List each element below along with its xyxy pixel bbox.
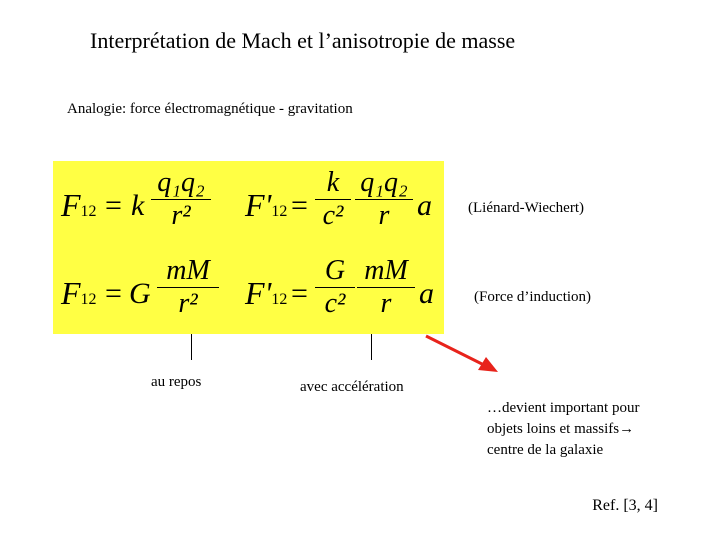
eq1-right-tail: a	[417, 189, 432, 222]
eq2-left-coef: G	[129, 277, 151, 310]
eq1-right-frac1-den: c²	[322, 200, 344, 231]
eq2-left-sub: 12	[80, 291, 97, 308]
eq1-left-sub: 12	[80, 203, 97, 220]
eq2-left-force: F12	[61, 277, 97, 309]
eq2-right-frac2-num: mM	[364, 255, 408, 286]
eq1-right-equals: =	[291, 189, 308, 222]
note-line-2: objets loins et massifs→	[487, 421, 635, 437]
eq2-right-frac2-bar	[357, 287, 415, 288]
label-avec-acceleration: avec accélération	[300, 379, 404, 395]
eq1-right-frac1-bar	[315, 199, 351, 200]
eq2-left-bar	[157, 287, 219, 288]
note-line-1: …devient important pour	[487, 400, 640, 416]
eq1-left-den: r²	[171, 200, 191, 231]
eq1-right-frac1-num: k	[326, 167, 340, 198]
eq2-right-sub: 12	[271, 291, 288, 308]
red-arrow	[425, 334, 498, 372]
eq2-right-frac1-bar	[315, 287, 355, 288]
eq2-left-fraction: mM r²	[157, 257, 219, 318]
label-force-induction: (Force d’induction)	[474, 289, 592, 305]
red-arrow-shaft	[425, 334, 483, 366]
note-block: …devient important pour objets loins et …	[487, 398, 639, 461]
eq1-left-equals: =	[105, 189, 122, 222]
note-line-3: centre de la galaxie	[487, 442, 604, 458]
eq2-left-den: r²	[178, 288, 198, 319]
eq2-right-frac2-den: r	[380, 288, 392, 319]
eq1-left-coef: k	[131, 189, 145, 222]
eq2-right-tail: a	[419, 277, 434, 310]
eq1-left-num: q₁q₂	[157, 167, 205, 198]
eq1-right-F: F'	[245, 187, 272, 223]
eq1-right-sub: 12	[271, 203, 288, 220]
reference: Ref. [3, 4]	[592, 497, 658, 514]
label-lienard-wiechert: (Liénard-Wiechert)	[468, 200, 584, 216]
eq2-right-frac2: mM r	[357, 257, 415, 318]
eq1-left-force: F12	[61, 189, 97, 221]
eq1-left-F: F	[61, 187, 81, 223]
eq2-right-frac1: G c²	[315, 257, 355, 318]
eq1-left-fraction: q₁q₂ r²	[151, 169, 211, 230]
label-au-repos: au repos	[151, 374, 202, 390]
eq2-right-equals: =	[291, 277, 308, 310]
eq1-left-bar	[151, 199, 211, 200]
eq2-right-frac1-num: G	[324, 255, 346, 286]
eq1-right-force: F'12	[245, 189, 287, 221]
eq2-left-equals: =	[105, 277, 122, 310]
leader-line-acceleration	[371, 334, 372, 360]
eq1-right-frac2-den: r	[378, 200, 390, 231]
eq1-right-frac2: q₁q₂ r	[355, 169, 413, 230]
eq1-right-frac2-num: q₁q₂	[360, 167, 408, 198]
eq1-right-frac2-bar	[355, 199, 413, 200]
eq2-right-force: F'12	[245, 277, 287, 309]
eq1-right-frac1: k c²	[315, 169, 351, 230]
leader-line-repos	[191, 334, 192, 360]
eq2-left-F: F	[61, 275, 81, 311]
eq2-left-num: mM	[166, 255, 210, 286]
slide-subtitle: Analogie: force électromagnétique - grav…	[67, 101, 353, 117]
red-arrow-head	[478, 357, 498, 372]
eq2-right-F: F'	[245, 275, 272, 311]
equation-highlight-box: F12 = k q₁q₂ r² F'12 = k c² q₁q₂ r a F12…	[53, 161, 444, 334]
slide-title: Interprétation de Mach et l’anisotropie …	[90, 28, 516, 53]
eq2-right-frac1-den: c²	[324, 288, 346, 319]
